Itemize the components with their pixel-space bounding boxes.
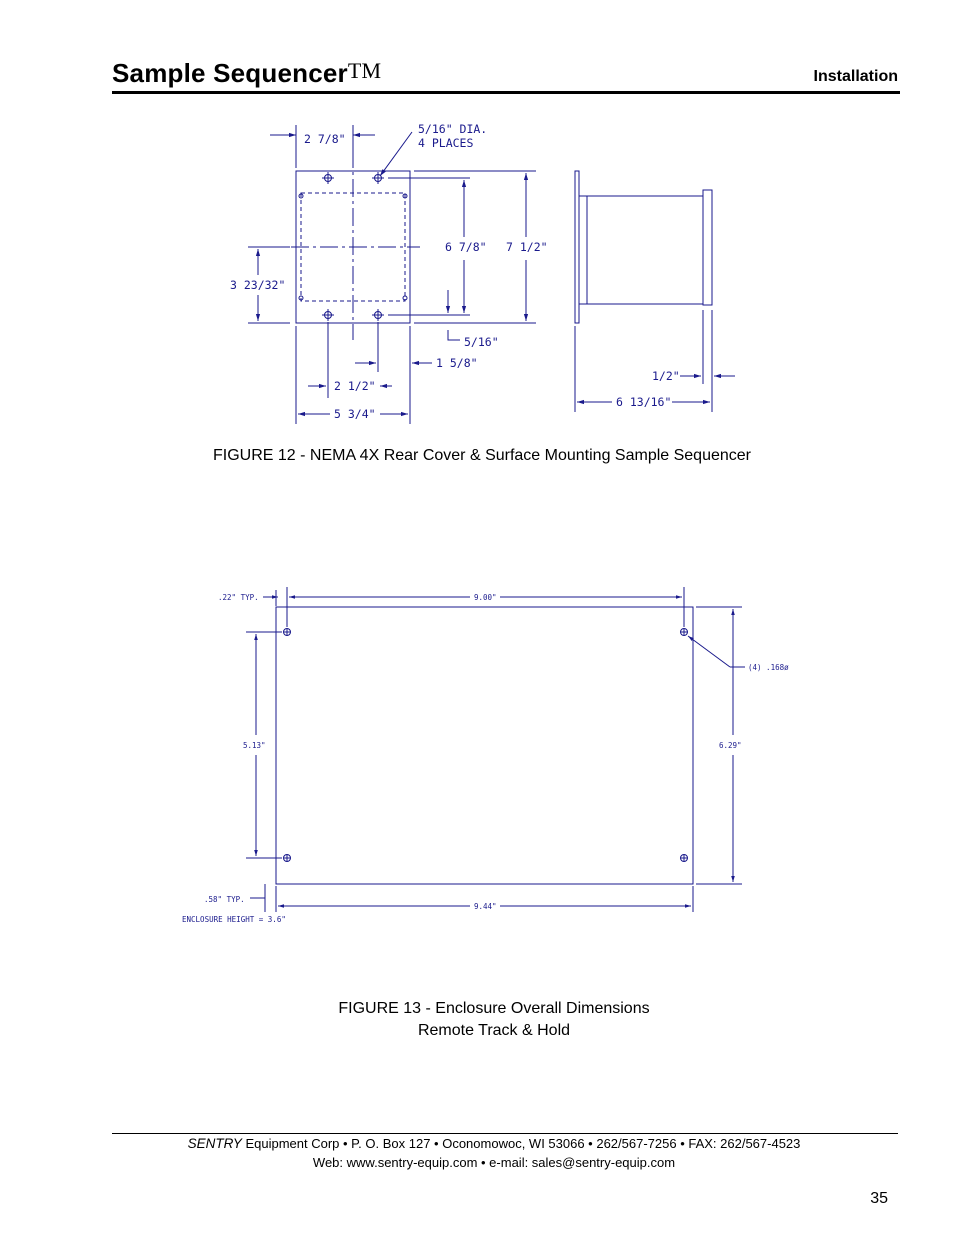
footer-web: Web: www.sentry-equip.com • e-mail: sale… — [312, 1155, 676, 1170]
footer-company: SENTRY — [187, 1136, 242, 1151]
section-name: Installation — [813, 68, 898, 85]
figure-13-drawing: .22" TYP. 9.00" (4) .168ø 5.13" 6.29" .5… — [182, 587, 789, 924]
footer-address: SENTRY Equipment Corp • P. O. Box 127 • … — [112, 1136, 876, 1151]
dim-right-offset: 1 5/8" — [436, 356, 478, 370]
dim-top-width: 2 7/8" — [304, 132, 346, 146]
figure-13-caption-line2: Remote Track & Hold — [417, 1022, 571, 1039]
dim-inner-height: 6 7/8" — [445, 240, 487, 254]
dim-hole-span: 2 1/2" — [334, 379, 376, 393]
figure-12-caption: FIGURE 12 - NEMA 4X Rear Cover & Surface… — [212, 447, 751, 464]
figure-12-drawing: 2 7/8" 5/16" DIA. 4 PLACES 6 7/8" 7 1/2"… — [230, 122, 735, 424]
side-view — [574, 170, 713, 324]
dim-hole-places: 4 PLACES — [418, 136, 473, 150]
dim-holes: (4) .168ø — [748, 663, 789, 672]
document-title: Sample SequencerTM — [112, 58, 381, 89]
dim-right-height: 6.29" — [719, 741, 742, 750]
figure-13-caption-line1: FIGURE 13 - Enclosure Overall Dimensions — [338, 1000, 650, 1017]
figure-13-caption: FIGURE 13 - Enclosure Overall Dimensions… — [200, 998, 788, 1042]
dim-left-height: 5.13" — [243, 741, 266, 750]
footer-rule — [112, 1133, 898, 1134]
trademark-symbol: TM — [347, 58, 382, 83]
enclosure-height-note: ENCLOSURE HEIGHT = 3.6" — [182, 915, 286, 924]
enclosure-outline — [275, 606, 694, 885]
dim-depth: 6 13/16" — [616, 395, 671, 409]
dim-hole-dia: 5/16" DIA. — [418, 122, 487, 136]
dim-typ-top: .22" TYP. — [218, 593, 259, 602]
dim-outer-height: 7 1/2" — [506, 240, 548, 254]
page-number: 35 — [870, 1190, 888, 1207]
dim-typ-bottom: .58" TYP. — [204, 895, 245, 904]
footer-address-text: Equipment Corp • P. O. Box 127 • Oconomo… — [241, 1136, 801, 1151]
dim-flange: 1/2" — [652, 369, 680, 383]
enclosure-holes — [283, 628, 688, 862]
dim-left-height: 3 23/32" — [230, 278, 285, 292]
mounting-holes — [298, 172, 408, 321]
dim-total-width: 5 3/4" — [334, 407, 376, 421]
dim-bottom-offset: 5/16" — [464, 335, 499, 349]
dim-width-top: 9.00" — [474, 593, 497, 602]
title-text: Sample Sequencer — [112, 58, 348, 88]
header-rule — [112, 91, 900, 94]
dim-width-bottom: 9.44" — [474, 902, 497, 911]
